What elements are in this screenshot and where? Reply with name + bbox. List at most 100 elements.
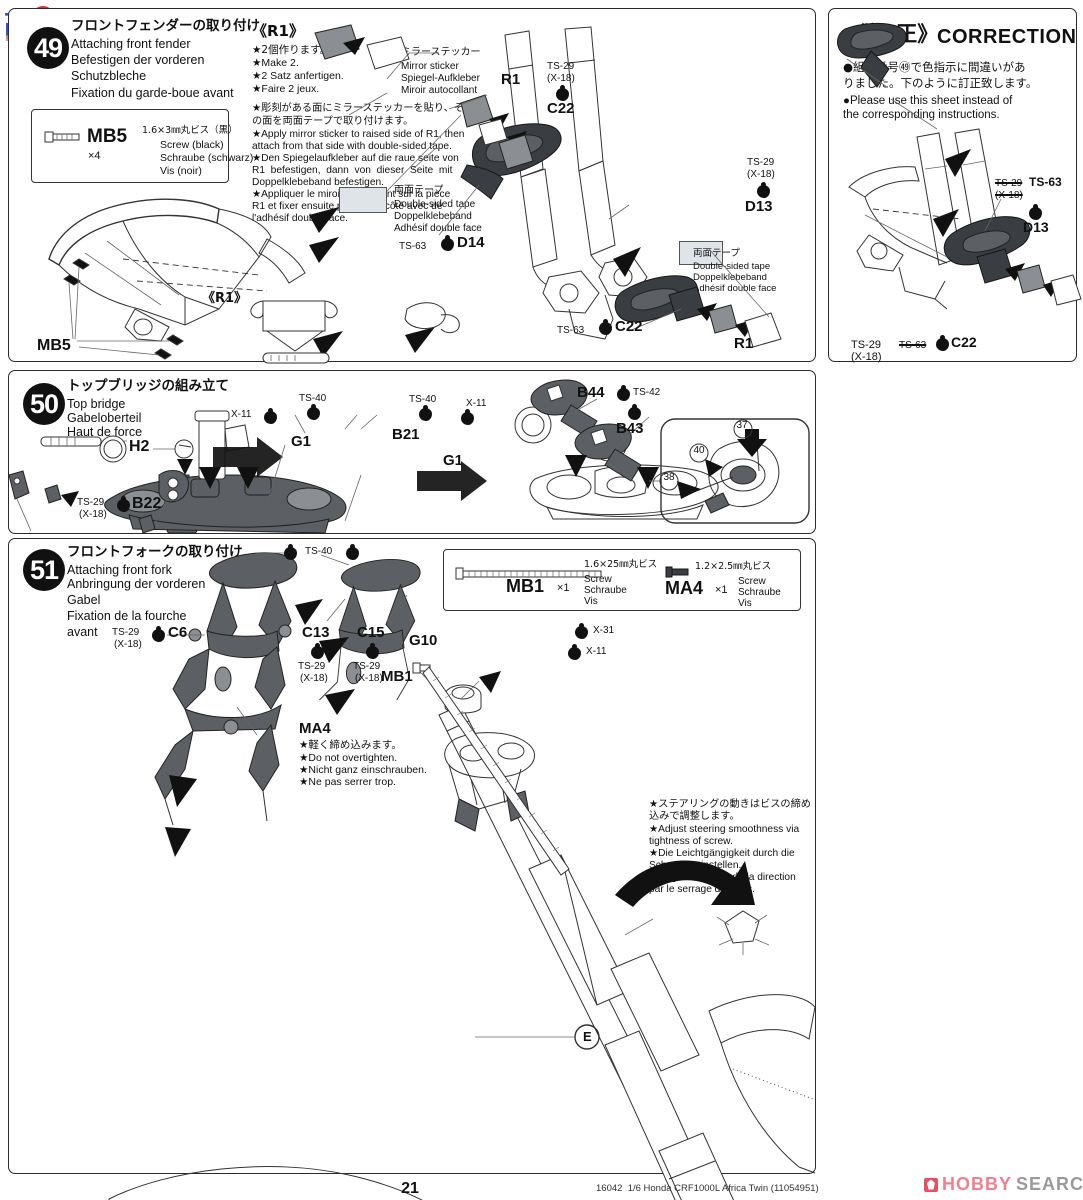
step-49-screw-box: MB5 ×4 1.6×3㎜丸ビス（黒） Screw (black) Schrau… [31, 109, 253, 183]
label-b22: B22 [132, 495, 162, 512]
label-d13-paint: TS-29 [747, 157, 775, 168]
hobby-search-mark-icon [924, 1177, 938, 1192]
ma4-note-1: ★Do not overtighten. [299, 752, 398, 764]
ma4-note-3: ★Ne pas serrer trop. [299, 776, 396, 788]
mirror-sticker-label-jp: ミラーステッカー [401, 47, 481, 58]
step-51-artwork [108, 552, 816, 1200]
label-mb1: MB1 [381, 668, 413, 685]
label-x11-left: X-11 [231, 409, 252, 420]
step-49-title-fr: Fixation du garde-boue avant [71, 86, 234, 100]
correction-panel: 《訂 正》 CORRECTION ●組立番号㊾で色指示に間違いがあ りました。下… [828, 8, 1082, 363]
step-49-screw-name-fr: Vis (noir) [160, 165, 202, 177]
step-50-panel: 50 トップブリッジの組み立て Top bridge Gabeloberteil… [8, 370, 816, 804]
r1-note-6: Doppelklebeband befestigen. [252, 177, 384, 188]
r1-note-0: ★彫刻がある面にミラーステッカーを貼り、そ [252, 103, 464, 114]
correction-body-3: the corresponding instructions. [843, 109, 1000, 121]
step-51-screw-spec-0: 1.6×25㎜丸ビス [584, 559, 658, 570]
step-49-screw-qty: ×4 [88, 150, 101, 162]
tape-label-left-de: Doppelklebeband [394, 211, 472, 222]
r1-detail-heading: 《R1》 [202, 291, 248, 306]
r1-heading: 《R1》 [252, 22, 304, 40]
mirror-sticker-label-fr: Miroir autocollant [401, 85, 478, 96]
step-51-screw-spec-1: 1.2×2.5㎜丸ビス [695, 561, 772, 572]
label-inset-38: 38 [663, 472, 675, 483]
step-51-title-en: Attaching front fork [67, 563, 172, 577]
hobby-search-logo: HOBBY SEARCH [924, 1174, 1083, 1195]
tape-label-left-jp: 両面テープ [394, 185, 444, 196]
correction-label-d13: D13 [1023, 219, 1049, 235]
step-49-title-en: Attaching front fender [71, 37, 191, 51]
step-50-number: 50 [23, 383, 65, 425]
r1-note-2: ★Apply mirror sticker to raised side of … [252, 129, 465, 140]
label-inset-40: 40 [693, 445, 705, 456]
paint-blob-ts40-51b [346, 544, 359, 560]
hobby-search-brand-secondary: SEARCH [1016, 1174, 1083, 1194]
hobby-search-brand-primary: HOBBY [942, 1174, 1013, 1194]
step-51-title-fr: Fixation de la fourche avant [67, 609, 187, 639]
step-51-screw-qty-0: ×1 [557, 582, 570, 594]
step-50-title-de: Gabeloberteil [67, 411, 142, 425]
label-b21: B21 [392, 426, 420, 443]
label-c15-paint: TS-29 [353, 661, 381, 672]
label-c6-paint: TS-29 [112, 627, 140, 638]
correction-body-1: りました。下のように訂正致します。 [843, 76, 1038, 90]
paint-blob-ts40-left [307, 404, 320, 420]
double-sided-tape-swatch-right [679, 241, 723, 265]
step-49-screw-part: MB5 [87, 126, 128, 147]
label-ts40-left: TS-40 [299, 393, 327, 404]
label-g10: G10 [409, 632, 438, 649]
label-g1-right: G1 [443, 452, 464, 469]
label-c22-top-paint: TS-29 [547, 61, 575, 72]
step-51-title-de: Anbringung der vorderen Gabel [67, 577, 206, 607]
label-c15-paint-alt: (X-18) [355, 673, 383, 684]
steering-note-0: ★ステアリングの動きはビスの締め [649, 799, 811, 810]
paint-blob-d14 [441, 235, 454, 251]
r1-note-5: R1 befestigen, dann von dieser Seite mit [252, 165, 453, 176]
correction-label-ts29-old: TS-63 [899, 340, 927, 351]
correction-artwork [837, 22, 1082, 310]
mirror-sticker-label-en: Mirror sticker [401, 61, 459, 72]
step-51-screw-name-de-0: Schraube [584, 585, 627, 596]
step-51-screw-part-0: MB1 [506, 576, 545, 596]
paint-blob-x11-right [461, 409, 474, 425]
label-c22-bottom: C22 [615, 318, 643, 335]
label-c15: C15 [357, 624, 385, 641]
ma4-note-0: ★軽く締め込みます。 [299, 739, 402, 751]
steering-note-2: ★Adjust steering smoothness via [649, 824, 800, 835]
correction-label-ts63-old-alt: (X-18) [995, 190, 1023, 201]
label-b43: B43 [616, 420, 644, 437]
correction-label-ts63-old: TS-29 [995, 178, 1023, 189]
ma4-note-title: MA4 [299, 720, 331, 737]
label-c13: C13 [302, 624, 330, 641]
step-51-screw-name-en-0: Screw [584, 574, 612, 585]
label-x31: X-31 [593, 625, 615, 636]
step-51-screw-name-en-1: Screw [738, 576, 766, 587]
label-b44: B44 [577, 384, 605, 401]
label-d14: D14 [457, 234, 485, 251]
label-b22-paint-alt: (X-18) [79, 509, 107, 520]
label-c22-top: C22 [547, 100, 575, 117]
double-sided-tape-swatch-left [339, 187, 387, 213]
step-51-title-jp: フロントフォークの取り付け [67, 544, 243, 560]
paint-blob-c22-top [556, 85, 569, 101]
step-49-screw-name-en: Screw (black) [160, 139, 224, 151]
paint-blob-c13 [311, 643, 324, 659]
r1-bullet-2: ★2 Satz anfertigen. [252, 70, 344, 82]
correction-label-ts29-new: TS-29 [851, 339, 881, 351]
paint-blob-x11-left [264, 408, 277, 424]
ma4-note-2: ★Nicht ganz einschrauben. [299, 764, 427, 776]
label-ts40-mid: TS-40 [409, 394, 437, 405]
r1-note-3: attach from that side with double-sided … [252, 141, 452, 152]
label-g1-left: G1 [291, 433, 312, 450]
correction-label-ts29-new-alt: (X-18) [851, 351, 882, 363]
label-r1-a: R1 [501, 71, 521, 88]
step-49-panel: 49 フロントフェンダーの取り付け Attaching front fender… [8, 8, 816, 364]
step-50-title-fr: Haut de force [67, 425, 143, 439]
correction-label-c22: C22 [951, 334, 977, 350]
label-c13-paint: TS-29 [298, 661, 326, 672]
steering-note-4: ★Die Leichtgängigkeit durch die [649, 848, 795, 859]
footer-product-code: 16042 1/6 Honda CRF1000L Africa Twin (11… [596, 1183, 819, 1194]
r1-bullet-1: ★Make 2. [252, 57, 299, 69]
paint-blob-x31 [575, 623, 588, 639]
